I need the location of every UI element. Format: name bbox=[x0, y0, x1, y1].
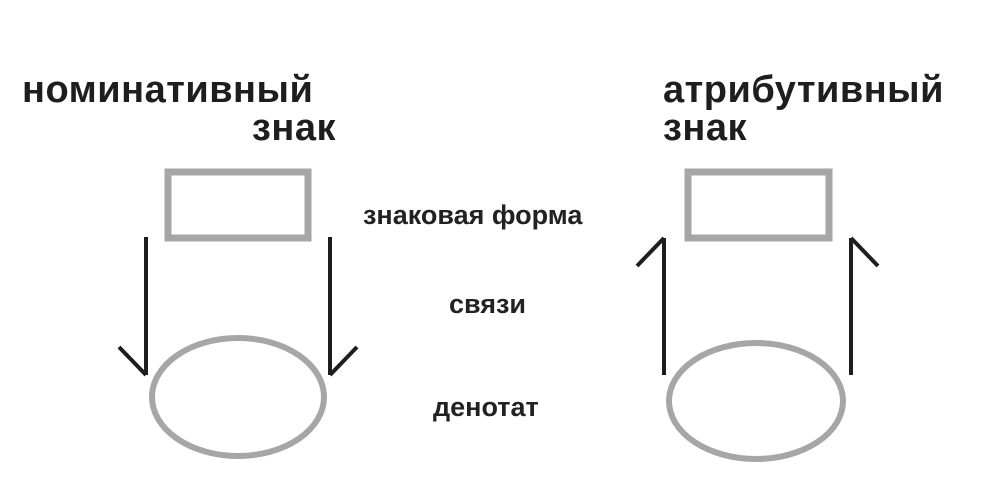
left-sign-title-line2: знак bbox=[252, 107, 336, 149]
right-sign-form-box bbox=[684, 168, 833, 242]
right-sign-title-line1: атрибутивный bbox=[663, 69, 944, 111]
right-sign-arrow-left bbox=[635, 236, 666, 375]
right-sign-arrow-right bbox=[849, 236, 880, 375]
right-sign-denotat-ellipse bbox=[666, 340, 846, 462]
label-denotat: денотат bbox=[433, 392, 539, 422]
label-links: связи bbox=[449, 289, 527, 319]
left-sign-denotat-ellipse bbox=[149, 335, 327, 459]
label-sign-form: знаковая форма bbox=[363, 200, 583, 230]
right-sign-title-line2: знак bbox=[663, 107, 747, 149]
left-sign-arrow-left bbox=[117, 237, 148, 377]
left-sign-form-box bbox=[164, 168, 312, 242]
left-sign-arrow-right bbox=[328, 237, 359, 377]
left-sign-title-line1: номинативный bbox=[22, 69, 314, 111]
